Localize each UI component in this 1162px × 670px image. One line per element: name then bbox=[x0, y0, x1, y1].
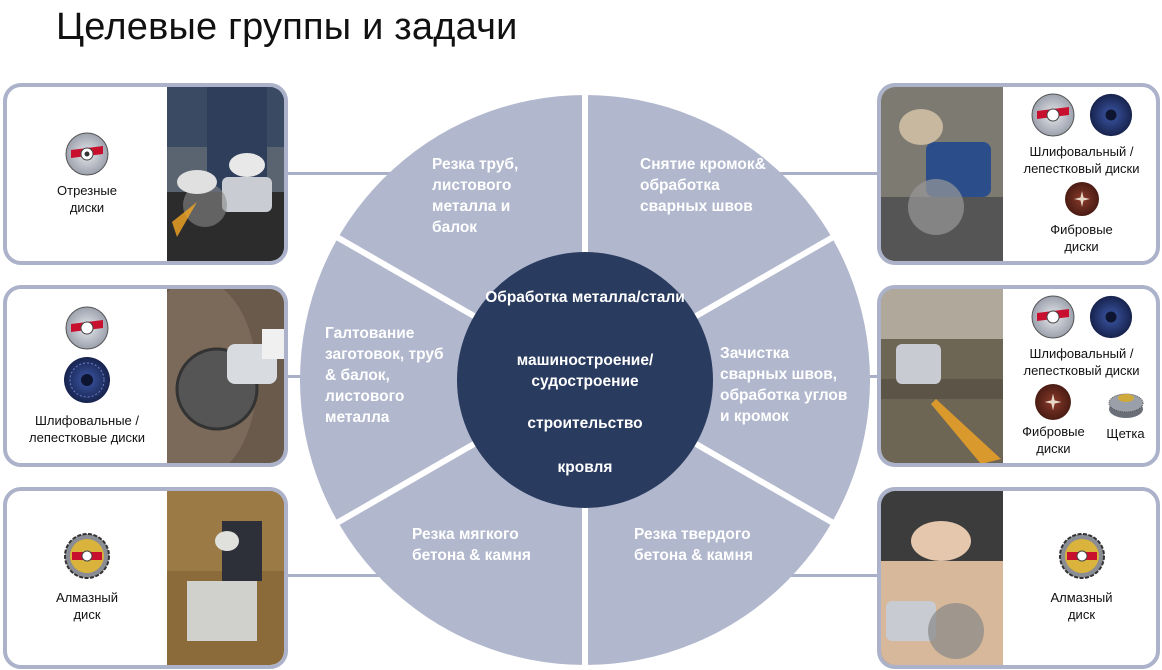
flap-disc-icon bbox=[1089, 295, 1132, 339]
fibre-discs-label-mid: Фибровые диски bbox=[1022, 424, 1085, 456]
center-line-roofing: кровля bbox=[557, 459, 613, 476]
cutting-disc-icon bbox=[1031, 93, 1074, 137]
grinding-flap-label-mid: Шлифовальный / лепестковый диски bbox=[1023, 346, 1140, 378]
cutting-disc-icon bbox=[1031, 295, 1074, 339]
grinding-flap-pair-mid bbox=[1031, 295, 1133, 339]
card-grinding-fibre-top: Шлифовальный / лепестковый диски Фибровы… bbox=[877, 83, 1160, 265]
cutting-disc-icon bbox=[65, 306, 109, 350]
sector-top-right: Снятие кромок& обработка сварных швов bbox=[640, 156, 766, 215]
page-title: Целевые группы и задачи bbox=[56, 6, 518, 48]
grinding-flap-pair bbox=[1031, 93, 1133, 137]
connector-right-top bbox=[760, 172, 880, 175]
card-cutting-discs: Отрезные диски bbox=[3, 83, 288, 265]
fibre-brush-pair: Фибровые диски Щетка bbox=[1018, 383, 1145, 457]
sector-mid-right: Зачистка сварных швов, обработка углов и… bbox=[720, 345, 848, 425]
fibre-disc-icon bbox=[1035, 384, 1072, 420]
fibre-discs-label: Фибровые диски bbox=[1050, 222, 1113, 254]
cutting-disc-icon bbox=[65, 132, 109, 176]
sector-bottom-right: Резка твердого бетона & камня bbox=[634, 526, 753, 564]
connector-left-top bbox=[285, 172, 415, 175]
diamond-disc-icon bbox=[64, 533, 110, 579]
sector-bottom-left: Резка мягкого бетона & камня bbox=[412, 526, 531, 564]
fibre-disc-icon bbox=[1064, 182, 1099, 216]
flap-disc-icon bbox=[1089, 93, 1132, 137]
grinding-flap-label: Шлифовальный / лепестковый диски bbox=[1023, 144, 1140, 176]
edge-grinding-photo bbox=[881, 87, 1003, 261]
angle-grinder-cutting-photo bbox=[167, 87, 284, 261]
cutting-discs-label: Отрезные диски bbox=[57, 183, 117, 215]
connector-left-bottom bbox=[285, 574, 415, 577]
center-line-machinery: машиностроение/ судостроение bbox=[516, 352, 654, 390]
diamond-disc-label-right: Алмазный диск bbox=[1050, 590, 1113, 622]
sector-mid-left: Галтование заготовок, труб & балок, лист… bbox=[325, 325, 444, 426]
center-line-construction: строительство bbox=[527, 415, 643, 432]
center-line-metal: Обработка металла/стали bbox=[485, 289, 685, 306]
wheel-center bbox=[457, 252, 713, 508]
wire-brush-icon bbox=[1108, 393, 1143, 418]
card-flap-discs: Шлифовальные / лепестковые диски bbox=[3, 285, 288, 467]
hard-concrete-cutting-photo bbox=[881, 491, 1003, 665]
card-grinding-fibre-brush: Шлифовальный / лепестковый диски Фибровы… bbox=[877, 285, 1160, 467]
concrete-cutting-photo bbox=[167, 491, 284, 665]
flap-discs-label: Шлифовальные / лепестковые диски bbox=[29, 413, 145, 445]
flap-disc-icon bbox=[64, 357, 110, 403]
card-diamond-disc-right: Алмазный диск bbox=[877, 487, 1160, 669]
weld-cleaning-photo bbox=[881, 289, 1003, 463]
card-diamond-disc-left: Алмазный диск bbox=[3, 487, 288, 669]
wire-brush-label: Щетка bbox=[1106, 426, 1145, 441]
diamond-disc-label-left: Алмазный диск bbox=[55, 590, 119, 622]
sector-top-left: Резка труб, листового металла и балок bbox=[432, 156, 519, 236]
grinding-pipe-photo bbox=[137, 289, 284, 463]
diamond-disc-icon bbox=[1058, 533, 1105, 579]
connector-right-bottom bbox=[760, 574, 880, 577]
